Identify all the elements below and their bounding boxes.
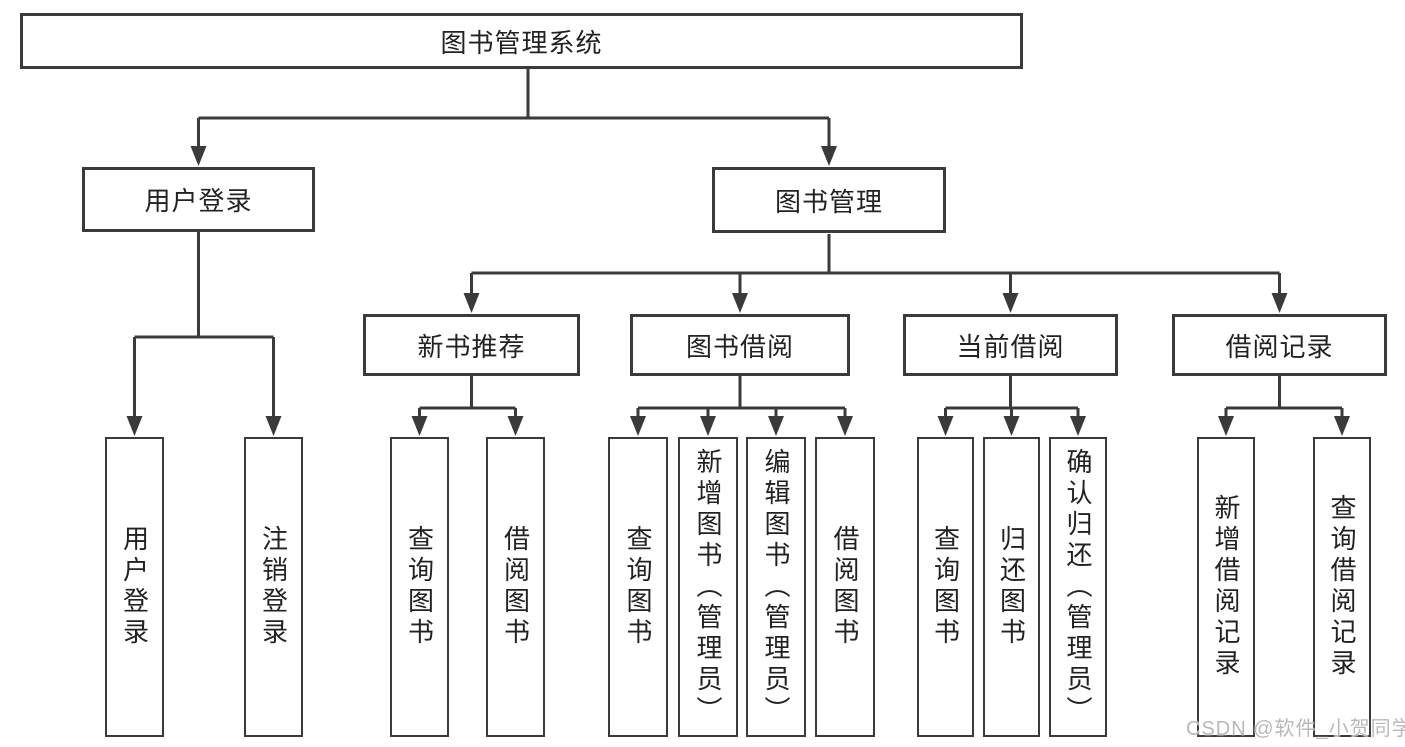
leaf-borrow-books-2: 借阅图书: [815, 437, 875, 737]
node-label: 注销登录: [258, 525, 289, 649]
node-label: 借阅图书: [830, 525, 860, 649]
node-book-borrow: 图书借阅: [630, 314, 850, 376]
node-label: 图书管理: [774, 186, 883, 217]
leaf-query-books-2: 查询图书: [608, 437, 668, 737]
node-library-system: 图书管理系统: [20, 13, 1023, 69]
node-label: 借阅图书: [500, 525, 531, 649]
leaf-add-book-admin: 新增图书（管理员）: [678, 437, 738, 737]
leaf-confirm-return-admin: 确认归还（管理员）: [1049, 437, 1107, 737]
node-label: 图书借阅: [685, 331, 794, 362]
leaf-add-borrow-record: 新增借阅记录: [1197, 437, 1255, 737]
leaf-edit-book-admin: 编辑图书（管理员）: [746, 437, 806, 737]
leaf-query-borrow-record: 查询借阅记录: [1313, 437, 1371, 737]
node-current-borrow: 当前借阅: [903, 314, 1118, 376]
node-label: 归还图书: [996, 525, 1027, 649]
node-label: 编辑图书（管理员）: [761, 447, 791, 727]
node-label: 新增图书（管理员）: [693, 447, 723, 727]
node-label: 查询图书: [404, 525, 435, 649]
leaf-query-books-3: 查询图书: [917, 437, 974, 737]
node-user-login: 用户登录: [82, 167, 315, 232]
node-label: 用户登录: [144, 186, 253, 216]
watermark: CSDN @软件_小贺同学: [1186, 718, 1405, 740]
node-label: 借阅记录: [1225, 331, 1334, 362]
node-new-book-recommend: 新书推荐: [363, 314, 580, 376]
node-label: 图书管理系统: [440, 27, 603, 58]
leaf-return-book: 归还图书: [983, 437, 1040, 737]
node-borrow-records: 借阅记录: [1172, 314, 1387, 376]
leaf-borrow-books-1: 借阅图书: [486, 437, 545, 737]
node-label: 当前借阅: [956, 331, 1065, 362]
node-label: 查询借阅记录: [1327, 494, 1357, 680]
leaf-user-login: 用户登录: [105, 437, 164, 737]
leaf-logout: 注销登录: [244, 437, 303, 737]
node-label: 查询图书: [930, 525, 961, 649]
node-label: 确认归还（管理员）: [1063, 447, 1093, 727]
node-label: 用户登录: [119, 525, 150, 649]
node-label: 新增借阅记录: [1211, 494, 1241, 680]
leaf-query-books-1: 查询图书: [390, 437, 449, 737]
node-label: 新书推荐: [417, 331, 526, 362]
node-label: 查询图书: [623, 525, 653, 649]
node-book-management: 图书管理: [712, 167, 946, 233]
